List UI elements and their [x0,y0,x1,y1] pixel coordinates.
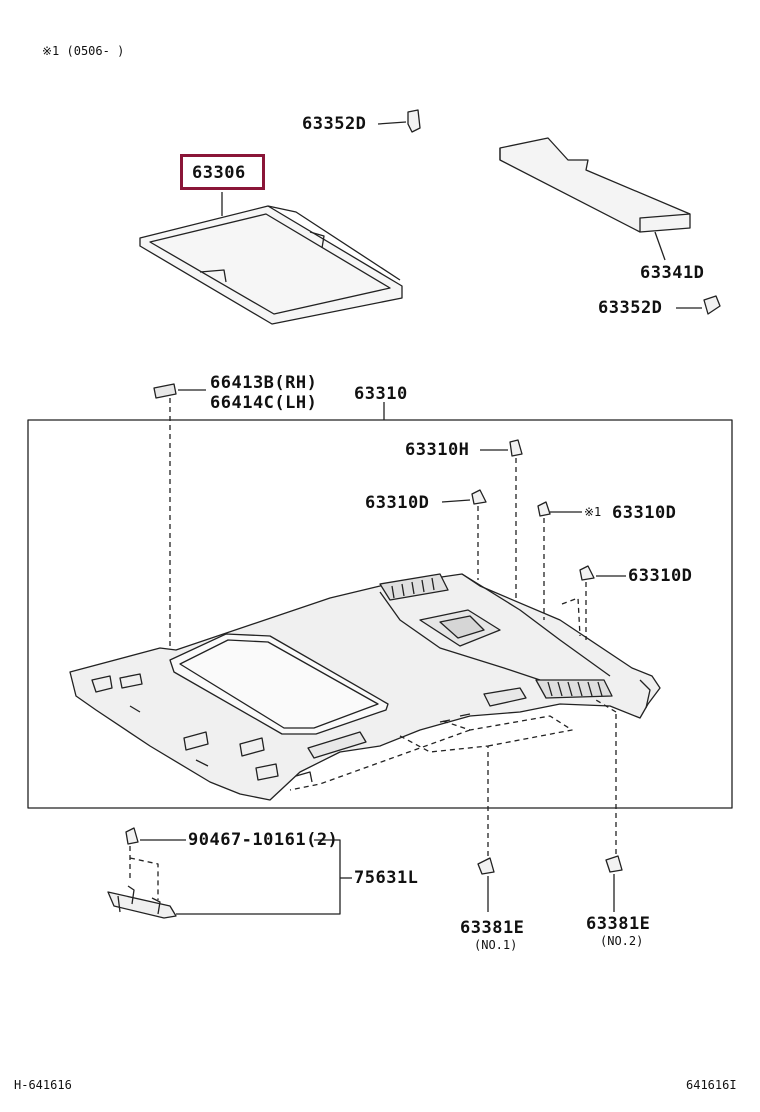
sub-63381E-no1: (NO.1) [474,938,518,952]
panel-63341D[interactable] [499,137,691,261]
label-90467-10161[interactable]: 90467-10161(2) [188,830,339,850]
label-75631L[interactable]: 75631L [354,868,419,888]
headliner-63310[interactable] [69,573,661,801]
clip-63352D-top[interactable] [377,109,421,133]
clip-63381E-no2[interactable] [595,699,623,912]
label-63310[interactable]: 63310 [354,384,408,404]
label-63310D-a[interactable]: 63310D [365,493,430,513]
label-63341D[interactable]: 63341D [640,263,705,283]
clip-63310D-b[interactable] [537,501,582,620]
clip-63310H[interactable] [480,439,523,600]
label-63310D-c[interactable]: 63310D [628,566,693,586]
label-66413B[interactable]: 66413B(RH) [210,373,318,393]
clip-63310D-a[interactable] [441,489,487,580]
header-note: ※1 (0506- ) [42,44,125,58]
label-63306[interactable]: 63306 [192,163,246,183]
pad-66413B-66414C[interactable] [153,383,206,650]
highlight-63306 [180,154,265,190]
clip-63352D-mid[interactable] [676,295,721,315]
clip-63381E-no1[interactable] [289,715,573,912]
footer-left: H-641616 [14,1078,72,1092]
label-63310D-b[interactable]: 63310D [612,503,677,523]
clip-63310D-c[interactable] [561,565,626,640]
sub-63381E-no2: (NO.2) [600,934,644,948]
label-63310H[interactable]: 63310H [405,440,470,460]
clip-90467-10161[interactable] [125,827,186,900]
label-63381E-no2[interactable]: 63381E [586,914,651,934]
footer-right: 641616I [686,1078,737,1092]
assembly-frame [27,419,733,809]
label-63381E-no1[interactable]: 63381E [460,918,525,938]
bracket-75631L[interactable] [107,839,352,919]
note-63310D-b: ※1 [584,505,602,519]
sunshade-63306[interactable] [139,192,403,325]
label-63352D-mid[interactable]: 63352D [598,298,663,318]
label-66414C[interactable]: 66414C(LH) [210,393,318,413]
label-63352D-top[interactable]: 63352D [302,114,367,134]
